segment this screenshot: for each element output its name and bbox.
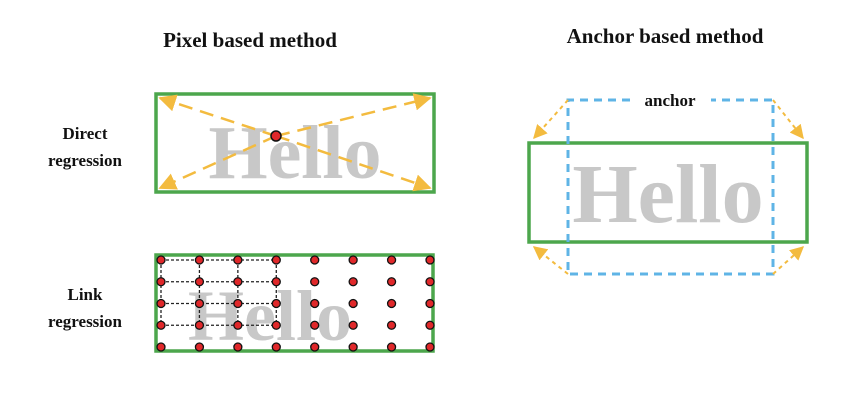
- pixel-dot: [310, 320, 320, 330]
- pixel-dot: [310, 342, 320, 352]
- direct-regression-label-line1: Direct: [63, 124, 108, 143]
- offset-arrow-top-left: [533, 99, 569, 140]
- direct-box: [154, 92, 436, 194]
- pixel-dot: [348, 298, 358, 309]
- pixel-dot: [233, 255, 243, 265]
- pixel-dot: [386, 320, 397, 330]
- pixel-dot: [310, 298, 320, 309]
- anchor-box: [566, 98, 775, 276]
- pixel-method-title: Pixel based method: [163, 28, 337, 52]
- pixel-dot: [156, 342, 166, 352]
- pixel-dot: [425, 342, 435, 352]
- pixel-dot: [271, 255, 281, 265]
- hello-text-direct: Hello: [208, 111, 381, 195]
- pixel-dot: [271, 320, 281, 330]
- pixel-dot: [425, 277, 435, 287]
- pixel-dot: [348, 255, 358, 265]
- pixel-dot: [348, 277, 358, 287]
- hello-text-anchor: Hello: [572, 148, 763, 241]
- link-regression-label-line1: Link: [68, 285, 104, 304]
- hello-text-link: Hello: [188, 276, 352, 356]
- anchor-panel: Hello anchor: [527, 91, 809, 276]
- pixel-dot: [194, 320, 205, 330]
- pixel-dot: [348, 342, 358, 352]
- pixel-dot-grid: [156, 255, 435, 352]
- pixel-dot: [194, 255, 205, 265]
- pixel-dot: [386, 255, 397, 265]
- link-regression-panel: Hello: [154, 253, 435, 356]
- pixel-dot: [233, 298, 243, 309]
- pixel-dot: [425, 255, 435, 265]
- pixel-dot: [386, 277, 397, 287]
- pixel-dot: [156, 298, 166, 309]
- center-pixel-dot: [270, 130, 282, 142]
- anchor-label: anchor: [645, 91, 696, 110]
- offset-arrow-bottom-right: [772, 246, 805, 275]
- direct-regression-label-line2: regression: [48, 151, 123, 170]
- pixel-dot: [233, 277, 243, 287]
- pixel-dot: [156, 320, 166, 330]
- pixel-dot: [194, 277, 205, 287]
- pixel-dot: [310, 255, 320, 265]
- pixel-dot: [425, 298, 435, 309]
- direct-regression-panel: Hello: [154, 92, 436, 195]
- pixel-dot: [310, 277, 320, 287]
- arrow-top-right: [275, 93, 432, 138]
- arrow-bottom-right: [275, 134, 432, 192]
- pixel-dot: [156, 255, 166, 265]
- pixel-dot: [425, 320, 435, 330]
- pixel-dot: [271, 342, 281, 352]
- ground-truth-box: [527, 141, 809, 244]
- pixel-dot: [271, 298, 281, 309]
- pixel-dot: [271, 277, 281, 287]
- pixel-dot: [194, 342, 205, 352]
- pixel-dot: [386, 298, 397, 309]
- pixel-dot: [233, 320, 243, 330]
- arrow-top-left: [158, 94, 277, 138]
- offset-arrow-bottom-left: [532, 246, 569, 275]
- offset-arrow-top-right: [772, 99, 804, 140]
- pixel-dot: [194, 298, 205, 309]
- link-connections: [160, 259, 277, 326]
- pixel-dot: [156, 277, 166, 287]
- pixel-dot: [233, 342, 243, 352]
- pixel-dot: [348, 320, 358, 330]
- anchor-method-title: Anchor based method: [567, 24, 764, 48]
- pixel-dot: [386, 342, 397, 352]
- link-regression-label-line2: regression: [48, 312, 123, 331]
